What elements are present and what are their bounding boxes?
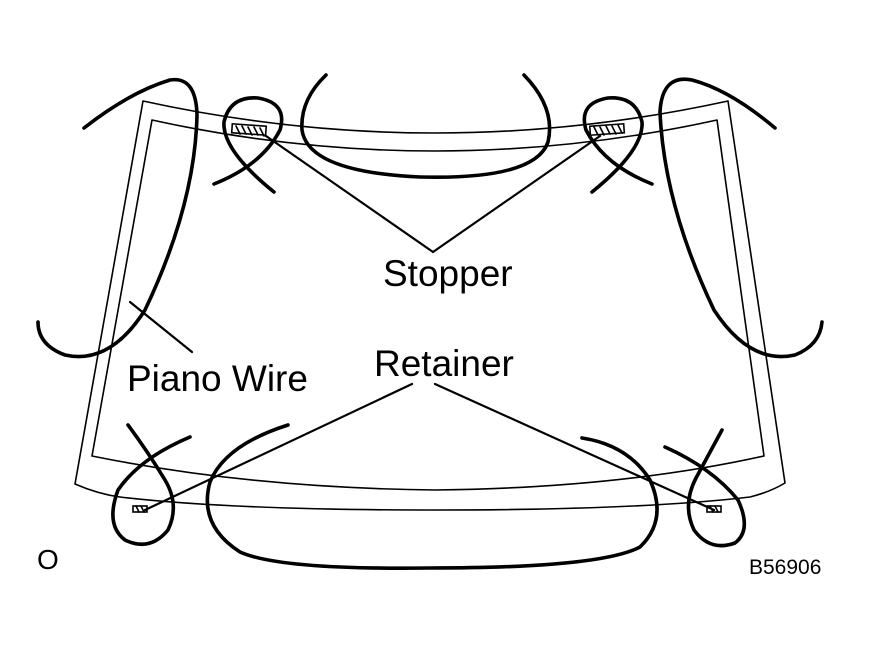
windshield-glass <box>74 100 786 511</box>
wire-loop-top-center <box>300 73 552 180</box>
wire-loop-bottom-right <box>663 428 747 548</box>
wire-loop-right <box>658 77 824 359</box>
windshield-outer-edge <box>74 100 786 511</box>
leader-retainer-right <box>433 382 716 512</box>
windshield-inner-edge <box>91 119 765 491</box>
piano-wire-label: Piano Wire <box>127 358 308 399</box>
leader-stopper-left <box>264 134 435 254</box>
corner-mark-label: O <box>37 544 59 575</box>
leader-stopper-right <box>431 134 602 254</box>
wire-loop-left <box>36 77 199 359</box>
stopper-right <box>588 122 626 137</box>
retainer-label: Retainer <box>374 343 514 384</box>
wire-loop-bottom-center <box>205 423 659 570</box>
wire-loop-top-left <box>212 96 284 194</box>
figure-code-label: B56906 <box>749 556 821 579</box>
wire-loop-top-right <box>582 96 654 194</box>
leader-piano-wire <box>128 300 194 354</box>
stopper-left <box>230 122 268 137</box>
piano-wire <box>36 73 824 570</box>
stopper-label: Stopper <box>383 253 513 294</box>
leader-retainer-left <box>143 382 414 512</box>
leader-lines <box>128 134 716 512</box>
wire-loop-bottom-left <box>111 423 192 547</box>
